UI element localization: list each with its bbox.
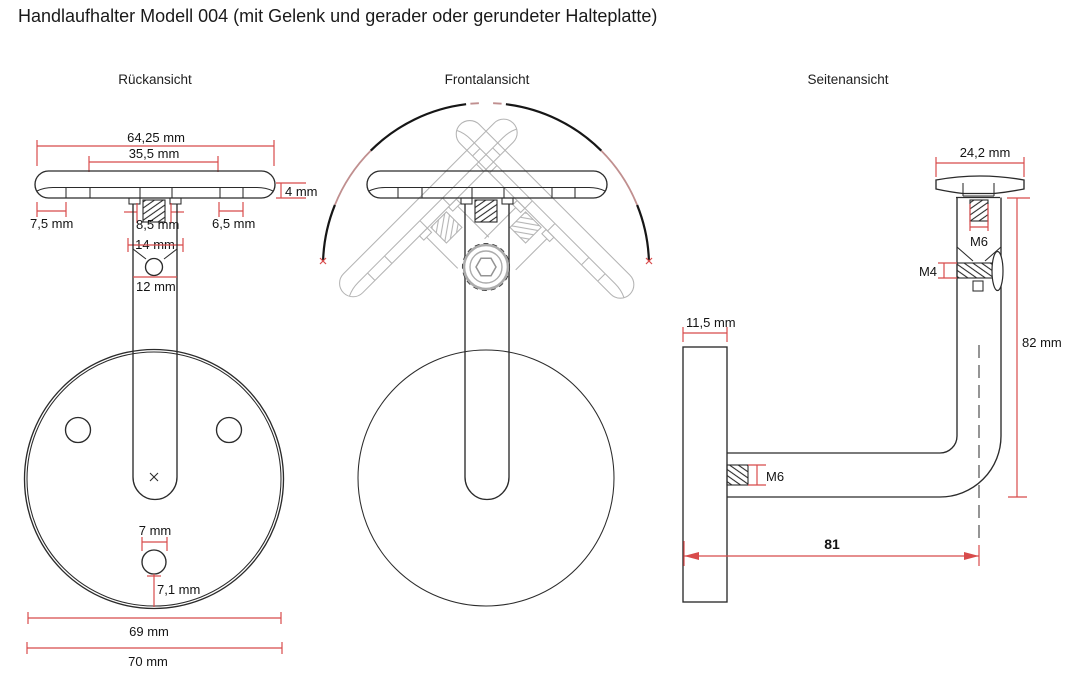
side-dim-height: 82 mm xyxy=(1007,197,1062,498)
side-dim-top-thread-label: M6 xyxy=(970,234,988,249)
rear-dim-slot-width: 8,5 mm xyxy=(124,203,184,232)
side-joint-screw: M4 xyxy=(919,250,1004,292)
rear-dim-hole-edge: 7,1 mm xyxy=(147,574,200,607)
rear-dim-right-offset-label: 6,5 mm xyxy=(212,216,255,231)
rear-dim-left-offset: 7,5 mm xyxy=(30,202,73,231)
drawing-title: Handlaufhalter Modell 004 (mit Gelenk un… xyxy=(18,6,658,26)
rear-dim-plate-thickness-label: 4 mm xyxy=(285,184,318,199)
rear-dim-hole-diameter-label: 7 mm xyxy=(139,523,172,538)
rear-dim-total-width-label: 64,25 mm xyxy=(127,130,185,145)
side-arm-thread: M6 xyxy=(726,464,784,486)
side-view-label: Seitenansicht xyxy=(807,72,888,87)
front-view-label: Frontalansicht xyxy=(445,72,530,87)
rear-dim-disc-outer: 70 mm xyxy=(26,642,283,669)
rear-base-disc xyxy=(23,348,285,610)
rear-dim-stem-width-label: 12 mm xyxy=(136,279,176,294)
side-dim-depth-label: 81 xyxy=(824,536,840,552)
rear-view-label: Rückansicht xyxy=(118,72,192,87)
side-saddle-plate xyxy=(935,175,1025,197)
side-dim-depth: 81 xyxy=(683,536,980,566)
side-screw-head xyxy=(991,250,1004,292)
front-ghost-plate-right xyxy=(455,120,635,299)
rear-dim-disc-outer-label: 70 mm xyxy=(128,654,168,669)
rear-dim-total-width: 64,25 mm xyxy=(36,130,275,166)
rear-dim-left-offset-label: 7,5 mm xyxy=(30,216,73,231)
front-swivel-joint xyxy=(461,242,511,292)
rear-dim-disc-inner-label: 69 mm xyxy=(129,624,169,639)
front-view: Frontalansicht xyxy=(319,72,653,607)
front-stem xyxy=(464,204,510,501)
rear-dim-disc-inner: 69 mm xyxy=(27,612,282,639)
front-arc-end-marker-left xyxy=(319,257,327,265)
rear-dim-fork-width: 14 mm xyxy=(127,237,184,252)
rear-screw-hole-bottom xyxy=(141,549,167,575)
side-dim-plate-width-label: 24,2 mm xyxy=(960,145,1011,160)
side-dim-wall-plate-label: 11,5 mm xyxy=(686,315,736,330)
rear-dim-inner-width-label: 35,5 mm xyxy=(129,146,180,161)
front-thread-stud xyxy=(474,199,498,223)
front-base-disc xyxy=(357,349,615,607)
side-wall-plate xyxy=(682,346,728,603)
front-arc-end-marker-right xyxy=(645,257,653,265)
rear-plate-outline xyxy=(34,170,276,223)
rear-dim-hole-edge-label: 7,1 mm xyxy=(157,582,200,597)
rear-screw-hole-left xyxy=(64,416,92,444)
side-dim-wall-plate: 11,5 mm xyxy=(682,315,736,342)
rear-thread-stud xyxy=(142,199,166,223)
side-view: Seitenansicht 24,2 mm xyxy=(682,72,1062,603)
rear-center-mark xyxy=(149,472,159,482)
rear-pin-hole xyxy=(144,257,164,277)
side-dim-height-label: 82 mm xyxy=(1022,335,1062,350)
rear-dim-inner-width: 35,5 mm xyxy=(88,146,219,172)
side-top-thread: M6 xyxy=(969,199,989,249)
rear-dim-stem-width: 12 mm xyxy=(133,276,177,294)
front-swivel-arc xyxy=(319,102,653,265)
side-dim-joint-screw-label: M4 xyxy=(919,264,937,279)
side-dim-arm-thread-label: M6 xyxy=(766,469,784,484)
rear-dim-right-offset: 6,5 mm xyxy=(212,202,255,231)
rear-view: Rückansicht 64,25 mm 35,5 mm xyxy=(23,72,318,669)
rear-dim-slot-width-label: 8,5 mm xyxy=(136,217,179,232)
front-plate-outline xyxy=(366,170,608,223)
rear-dim-plate-thickness: 4 mm xyxy=(276,182,318,199)
rear-dim-hole-diameter: 7 mm xyxy=(139,523,172,551)
side-dim-plate-width: 24,2 mm xyxy=(935,145,1025,177)
rear-stem xyxy=(132,204,178,501)
front-ghost-plate-left xyxy=(339,118,518,298)
side-vertical-arm xyxy=(727,196,1002,498)
rear-screw-hole-right xyxy=(215,416,243,444)
front-hex-socket xyxy=(475,257,497,277)
